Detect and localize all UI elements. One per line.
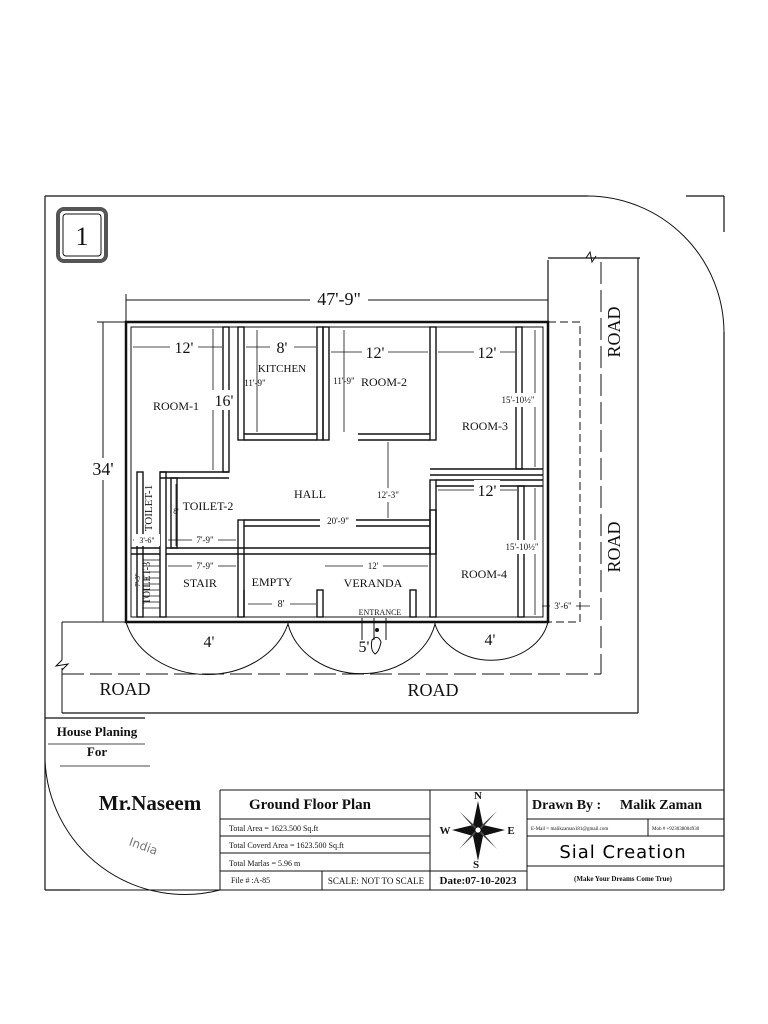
brand-name: Sial Creation: [559, 842, 686, 863]
gate-mid-width: 5': [359, 639, 370, 656]
country-label: India: [127, 835, 159, 858]
room2-width: 12': [366, 345, 385, 362]
compass-east: E: [507, 825, 514, 837]
date-label: Date:07-10-2023: [440, 875, 517, 887]
room2-height: 11'-9": [333, 376, 355, 386]
sheet-border: [44, 195, 725, 895]
kitchen-width: 8': [277, 340, 288, 357]
veranda-width: 12': [368, 561, 379, 571]
file-number: File # :A-85: [231, 876, 270, 885]
scale-label: SCALE: NOT TO SCALE: [328, 876, 425, 886]
room1-width: 12': [175, 340, 194, 357]
drawn-by-name: Malik Zaman: [620, 798, 702, 813]
house-outline: [124, 320, 581, 624]
toilet1-label: TOILET-1: [143, 485, 155, 531]
road-bottom-left: ROAD: [99, 679, 150, 699]
room3-label: ROOM-3: [462, 419, 508, 433]
sheet-number-badge: 1: [56, 207, 108, 263]
toilet2-label: TOILET-2: [183, 499, 234, 513]
drawn-by-label: Drawn By :: [532, 798, 601, 813]
compass-south: S: [473, 859, 479, 871]
stair-width: 7'-9": [196, 561, 214, 571]
dimension-labels: 12' 16' 8' 11'-9" 12' 11'-9" 12' 15'-10½…: [134, 338, 576, 612]
side-setback: 3'-6": [554, 601, 572, 611]
road-right-bottom: ROAD: [604, 521, 624, 572]
footprints-icon: [370, 628, 382, 655]
total-area: Total Area = 1623.500 Sq.ft: [229, 824, 319, 833]
tagline: (Make Your Dreams Come True): [574, 875, 673, 883]
email-label: E-Mail = malikzaman181@gmail.com: [531, 827, 608, 832]
covered-area: Total Coverd Area = 1623.500 Sq.ft: [229, 841, 345, 850]
compass-west: W: [440, 825, 451, 837]
toilet1-width: 3'-6": [139, 536, 154, 545]
boundary-gates: [62, 618, 549, 675]
compass-rose-icon: [452, 801, 505, 861]
entrance-label: ENTRANCE: [359, 608, 402, 617]
room1-label: ROOM-1: [153, 399, 199, 413]
for-label: For: [87, 744, 107, 759]
road-right-top: ROAD: [604, 306, 624, 357]
road-lines: [54, 250, 640, 714]
room3-height: 15'-10½": [501, 395, 534, 405]
gate-right-width: 4': [485, 632, 496, 649]
kitchen-label: KITCHEN: [258, 363, 306, 375]
overall-depth-label: 34': [92, 459, 113, 479]
room4-height: 15'-10½": [505, 542, 538, 552]
toilet2-height: 8': [173, 507, 179, 516]
compass-north: N: [474, 790, 482, 802]
plan-title: Ground Floor Plan: [249, 797, 372, 813]
toilet3-height: 7'-3": [134, 573, 142, 587]
client-name: Mr.Naseem: [99, 791, 202, 815]
hall-width: 20'-9": [327, 516, 349, 526]
stair-steps: [143, 559, 160, 609]
house-planing-label: House Planing: [57, 724, 138, 739]
kitchen-height: 11'-9": [244, 378, 266, 388]
room4-label: ROOM-4: [461, 567, 507, 581]
room4-width: 12': [478, 483, 497, 500]
toilet2-width: 7'-9": [196, 535, 214, 545]
overall-width-label: 47'-9": [317, 289, 361, 309]
mobile-label: Mob # +923038004930: [652, 827, 700, 832]
title-block: [80, 789, 724, 891]
road-bottom-mid: ROAD: [407, 680, 458, 700]
room1-height: 16': [215, 393, 234, 410]
hall-height: 12'-3": [377, 490, 399, 500]
stair-label: STAIR: [183, 576, 217, 590]
room-labels: ROOM-1 KITCHEN ROOM-2 ROOM-3 HALL TOILET…: [142, 363, 508, 617]
sheet-number: 1: [76, 222, 89, 251]
veranda-label: VERANDA: [344, 576, 403, 590]
room2-label: ROOM-2: [361, 375, 407, 389]
gate-left-width: 4': [204, 634, 215, 651]
room3-width: 12': [478, 345, 497, 362]
empty-width: 8': [278, 599, 285, 610]
hall-label: HALL: [294, 487, 326, 501]
toilet3-label: TOILET-3: [142, 562, 153, 604]
empty-label: EMPTY: [252, 575, 293, 589]
total-marlas: Total Marlas = 5.96 m: [229, 859, 301, 868]
